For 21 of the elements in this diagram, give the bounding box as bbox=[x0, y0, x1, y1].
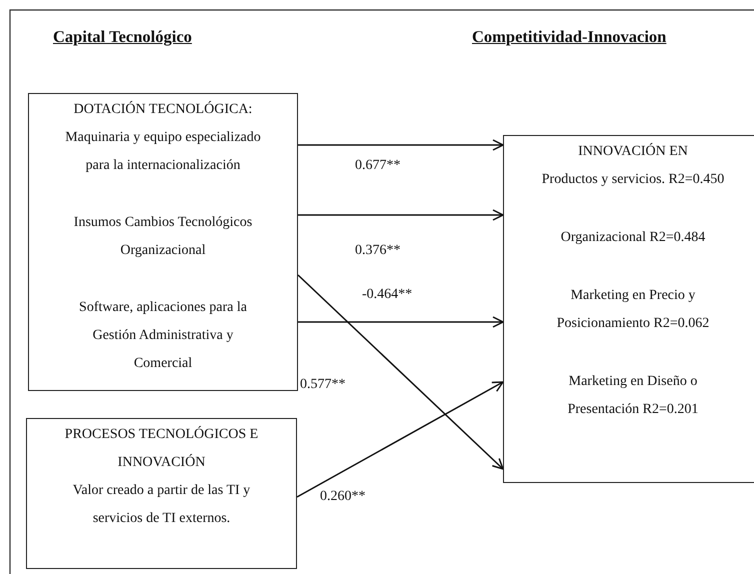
arrow bbox=[298, 316, 504, 328]
box-heading: PROCESOS TECNOLÓGICOS E INNOVACIÓN bbox=[64, 425, 260, 472]
arrow bbox=[298, 209, 504, 221]
box-text: Valor creado a partir de las TI y servicios de TI externos. bbox=[72, 482, 252, 528]
box-heading: DOTACIÓN TECNOLÓGICA: bbox=[72, 100, 254, 119]
box-text: Marketing en Precio y Posicionamiento R2=0.062 bbox=[556, 287, 710, 333]
text-box bbox=[26, 418, 297, 569]
box-text: Marketing en Diseño o Presentación R2=0.201 bbox=[566, 373, 700, 419]
section-heading: Competitividad-Innovacion bbox=[472, 27, 666, 47]
arrow bbox=[296, 381, 504, 498]
arrow bbox=[297, 274, 504, 470]
box-text: Insumos Cambios Tecnológicos Organizacional bbox=[72, 214, 254, 260]
box-text: Maquinaria y equipo especializado para la internacionalización bbox=[64, 129, 262, 175]
text-box bbox=[28, 93, 298, 391]
box-heading: INNOVACIÓN EN bbox=[577, 142, 689, 161]
box-text: Software, aplicaciones para la Gestión Administrativa y Comercial bbox=[78, 299, 248, 373]
text-box bbox=[503, 135, 754, 483]
box-text: Productos y servicios. R2=0.450 bbox=[540, 171, 726, 189]
arrow bbox=[298, 139, 504, 151]
section-heading: Capital Tecnológico bbox=[53, 27, 192, 47]
box-text: Organizacional R2=0.484 bbox=[560, 229, 706, 247]
